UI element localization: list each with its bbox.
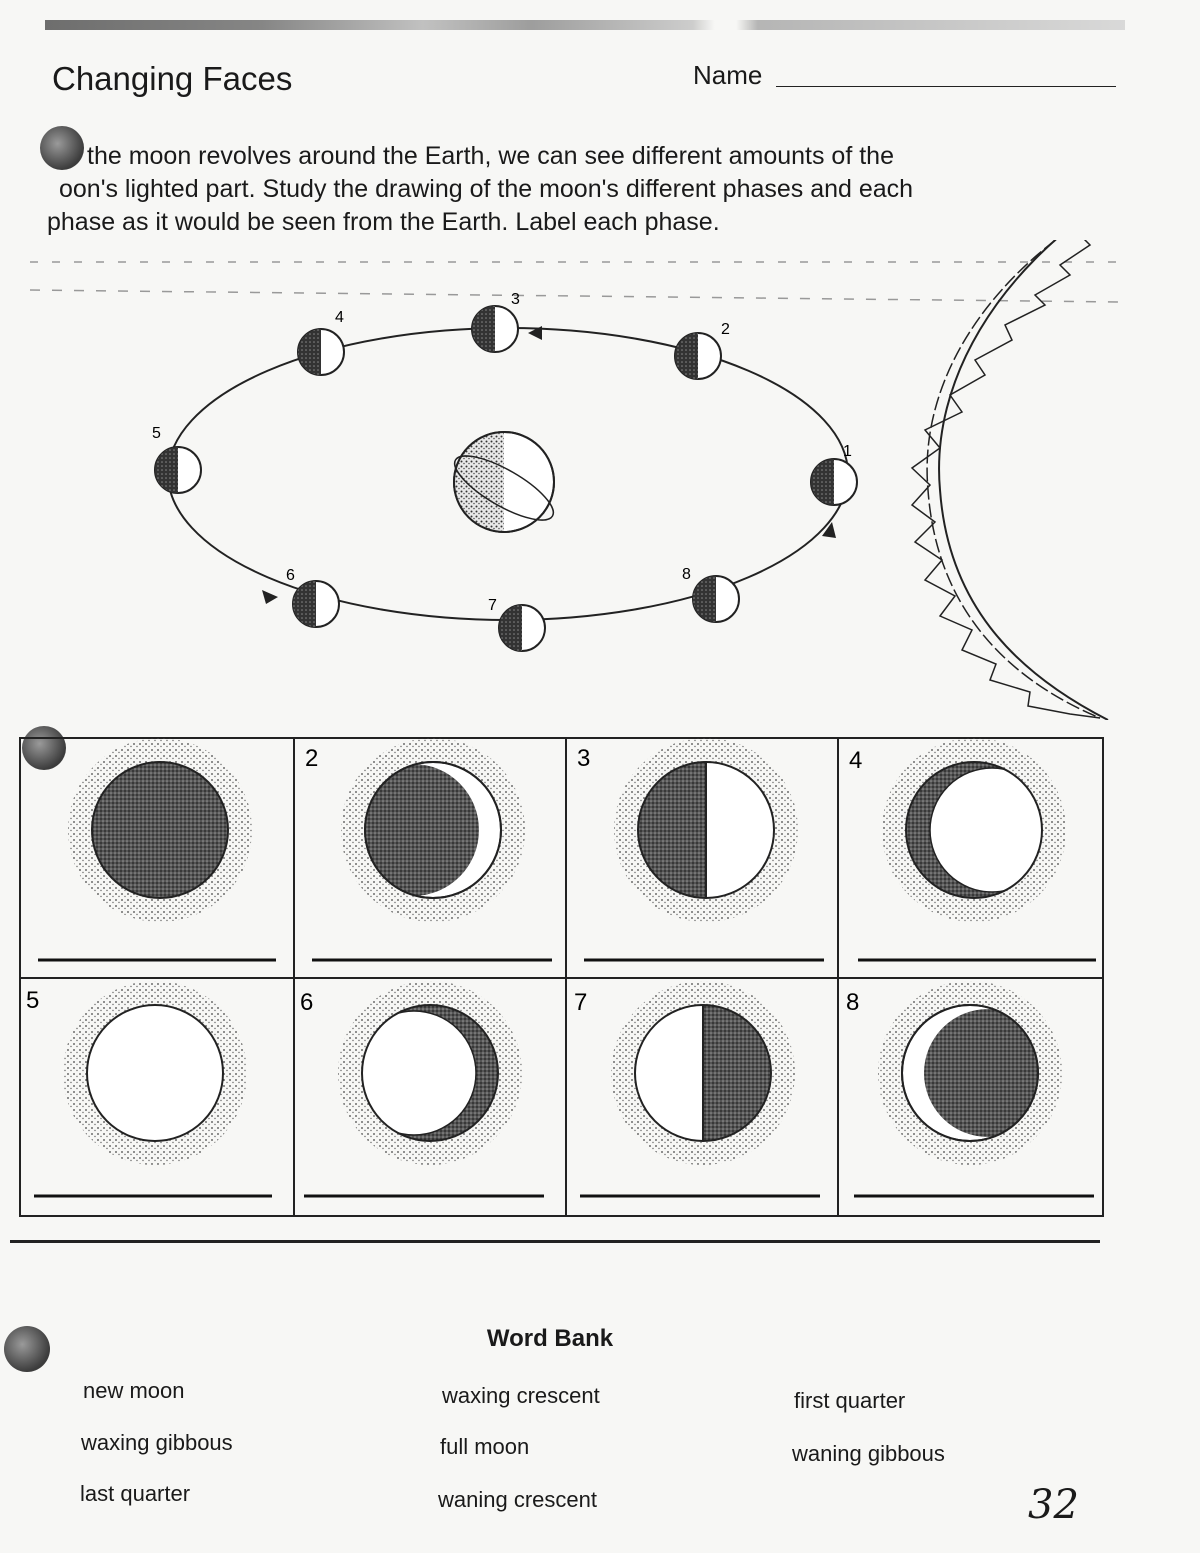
orbit-label-8: 8 — [682, 566, 691, 583]
moon-waxing-gibbous-icon — [905, 761, 1043, 899]
orbit-arrow — [822, 522, 836, 538]
name-write-line — [776, 86, 1116, 87]
instructions-line-1: the moon revolves around the Earth, we c… — [87, 142, 894, 170]
orbit-moon-7 — [498, 604, 546, 652]
orbit-moon-3 — [471, 305, 519, 353]
sun-icon — [910, 240, 1109, 720]
orbit-moon-5 — [154, 446, 202, 494]
orbit-moon-8 — [692, 575, 740, 623]
phase-cell-8: 8 — [846, 981, 1094, 1198]
orbit-diagram: 1 2 3 4 5 6 7 8 — [29, 240, 1121, 720]
moon-full-icon — [86, 1004, 224, 1142]
worksheet-title: Changing Faces — [52, 60, 293, 97]
orbit-arrow — [528, 326, 542, 340]
word-bank-item: waxing crescent — [442, 1383, 600, 1408]
orbit-label-4: 4 — [335, 309, 344, 326]
orbit-label-1: 1 — [843, 443, 852, 460]
moon-waning-crescent-icon — [901, 1004, 1039, 1142]
moon-waxing-crescent-icon — [364, 761, 502, 899]
orbit-label-2: 2 — [721, 321, 730, 338]
name-label: Name — [693, 60, 763, 90]
word-bank-item: waning crescent — [438, 1487, 597, 1512]
earth-icon — [453, 431, 555, 533]
instructions-line-3: phase as it would be seen from the Earth… — [47, 208, 720, 236]
phase-cell-6: 6 — [300, 981, 544, 1198]
cell-number-2: 2 — [305, 745, 318, 772]
orbit-label-7: 7 — [488, 597, 497, 614]
orbit-moon-2 — [674, 332, 722, 380]
punch-hole-bottom — [4, 1326, 50, 1372]
page-number: 32 — [1028, 1482, 1079, 1528]
word-bank-title: Word Bank — [486, 1325, 614, 1352]
moon-waning-gibbous-icon — [361, 1004, 499, 1142]
instructions-line-2: oon's lighted part. Study the drawing of… — [59, 175, 914, 203]
phase-cell-3: 3 — [577, 738, 824, 962]
orbit-moon-4 — [297, 328, 345, 376]
orbit-label-5: 5 — [152, 425, 161, 442]
word-bank-item: new moon — [83, 1378, 185, 1403]
orbit-moon-1 — [810, 458, 858, 506]
orbit-moon-6 — [292, 580, 340, 628]
orbit-label-3: 3 — [511, 291, 520, 308]
phase-cell-4: 4 — [849, 738, 1096, 962]
phase-cell-1 — [38, 738, 276, 962]
word-bank-item: waning gibbous — [792, 1441, 945, 1466]
phase-grid: 2 3 4 5 6 7 — [19, 737, 1104, 1217]
cell-number-6: 6 — [300, 989, 313, 1016]
punch-hole-middle — [22, 726, 66, 770]
orbit-arrow — [262, 590, 278, 604]
punch-hole-top — [40, 126, 84, 170]
word-bank-item: first quarter — [794, 1388, 906, 1413]
phase-cell-7: 7 — [574, 981, 820, 1198]
section-rule — [10, 1240, 1100, 1243]
orbit-label-6: 6 — [286, 567, 295, 584]
phase-cell-5: 5 — [26, 981, 272, 1198]
cell-number-7: 7 — [574, 989, 587, 1016]
word-bank-item: full moon — [440, 1434, 530, 1459]
moon-new-icon — [91, 761, 229, 899]
instructions: the moon revolves around the Earth, we c… — [47, 140, 1107, 239]
cell-number-4: 4 — [849, 747, 862, 774]
word-bank-item: last quarter — [80, 1481, 191, 1506]
cell-number-5: 5 — [26, 987, 39, 1014]
faint-dashed-line — [29, 289, 1121, 303]
cell-number-8: 8 — [846, 989, 859, 1016]
word-bank-item: waxing gibbous — [81, 1430, 233, 1455]
phase-cell-2: 2 — [305, 738, 552, 962]
cell-number-3: 3 — [577, 745, 590, 772]
scan-edge-line — [45, 20, 1125, 30]
